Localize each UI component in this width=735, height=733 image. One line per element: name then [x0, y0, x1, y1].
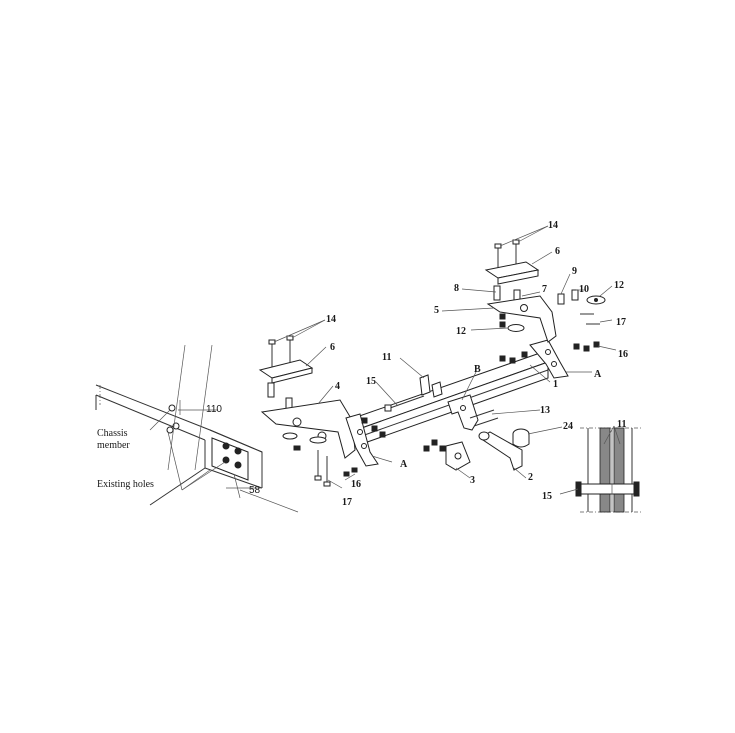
label-part-10: 10 [579, 284, 589, 295]
label-part-12-right: 12 [614, 280, 624, 291]
label-part-17-right: 17 [616, 317, 626, 328]
left-bracket-assembly [258, 319, 358, 489]
main-cross-bar [345, 339, 592, 467]
label-part-B: B [474, 364, 481, 375]
label-part-12-mid: 12 [456, 326, 466, 337]
label-part-16-left: 16 [351, 479, 361, 490]
label-part-24: 24 [563, 421, 573, 432]
label-part-15-detail: 15 [542, 491, 552, 502]
dimension-58: 58 [249, 485, 261, 496]
label-part-17-left: 17 [342, 497, 352, 508]
chassis-member-drawing [95, 344, 299, 513]
label-part-11-detail: 11 [617, 419, 626, 430]
tow-ball-assembly [445, 409, 563, 479]
label-part-6-right: 6 [555, 246, 560, 257]
label-part-2: 2 [528, 472, 533, 483]
label-part-3: 3 [470, 475, 475, 486]
label-part-4: 4 [335, 381, 340, 392]
label-part-7: 7 [542, 284, 547, 295]
label-part-6-left: 6 [330, 342, 335, 353]
chassis-member-label-line2: member [97, 440, 130, 451]
dimension-110: 110 [206, 404, 222, 415]
label-part-16-right: 16 [618, 349, 628, 360]
label-part-1: 1 [553, 379, 558, 390]
label-part-9: 9 [572, 266, 577, 277]
label-part-14-right: 14 [548, 220, 558, 231]
right-bracket-assembly [441, 225, 617, 352]
label-part-8: 8 [454, 283, 459, 294]
label-part-A-left: A [400, 459, 408, 470]
label-part-A-right: A [594, 369, 602, 380]
label-part-13: 13 [540, 405, 550, 416]
label-part-5: 5 [434, 305, 439, 316]
existing-holes-label: Existing holes [97, 479, 154, 490]
label-part-15-mid: 15 [366, 376, 376, 387]
chassis-member-label-line1: Chassis [97, 428, 128, 439]
label-part-11-mid: 11 [382, 352, 391, 363]
detail-view-spacer [559, 425, 642, 513]
label-part-14-left: 14 [326, 314, 336, 325]
